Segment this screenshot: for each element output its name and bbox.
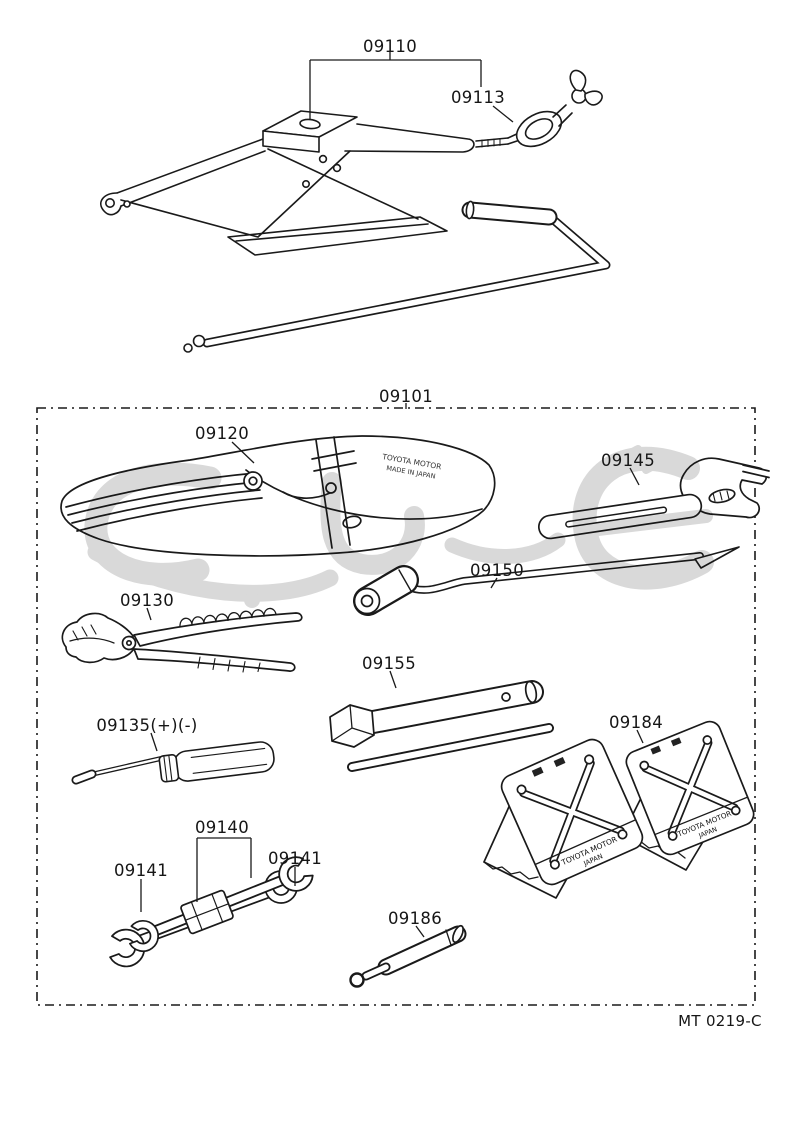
part-label-adjustable-wrench: 09145 xyxy=(601,451,655,470)
part-label-wrench-set: 09140 xyxy=(195,818,249,837)
wrench-set-drawing xyxy=(109,856,314,968)
box-wrench-drawing xyxy=(329,680,554,772)
part-label-tool-bag: 09120 xyxy=(195,424,249,443)
extension-bar-drawing xyxy=(349,924,467,988)
part-label-tool-set: 09101 xyxy=(379,387,433,406)
scissor-jack-drawing xyxy=(100,110,509,256)
screwdriver-drawing xyxy=(71,741,275,785)
part-label-screwdriver: 09135(+)(-) xyxy=(96,716,198,735)
part-label-extension-bar: 09186 xyxy=(388,909,442,928)
part-label-wheel-chocks: 09184 xyxy=(609,713,663,732)
part-label-jack-joint: 09113 xyxy=(451,88,505,107)
watermark xyxy=(84,445,714,608)
part-label-hub-nut-wrench: 09150 xyxy=(470,561,524,580)
part-label-box-wrench: 09155 xyxy=(362,654,416,673)
drawing-code: MT 0219-C xyxy=(678,1012,762,1030)
part-label-wrench-b: 09141 xyxy=(268,849,322,868)
jack-swivel-joint-drawing xyxy=(507,69,603,148)
part-label-pliers: 09130 xyxy=(120,591,174,610)
part-label-wrench-a: 09141 xyxy=(114,861,168,880)
wheel-chock-left-drawing: TOYOTA MOTOR JAPAN xyxy=(483,738,644,899)
toolkit-boundary-box xyxy=(36,407,756,1006)
jack-handle-drawing xyxy=(183,200,611,353)
pliers-drawing xyxy=(61,607,303,673)
part-label-jack-assembly: 09110 xyxy=(363,37,417,56)
leader-lines xyxy=(140,52,644,938)
wheel-chock-right-drawing: TOYOTA MOTOR JAPAN xyxy=(621,720,755,871)
